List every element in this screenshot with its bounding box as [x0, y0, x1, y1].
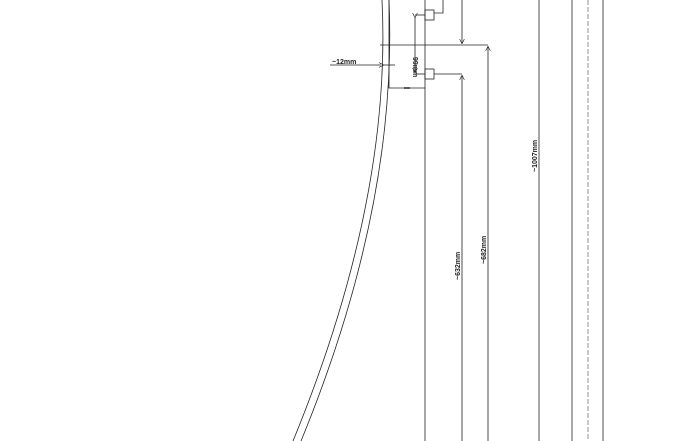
label-632mm: ~632mm [455, 252, 462, 280]
curve-inner [300, 0, 391, 441]
label-12mm: ~12mm [332, 59, 356, 66]
curve-outer [292, 0, 384, 441]
bracket-bottom [424, 68, 435, 80]
bracket-top [424, 9, 435, 21]
label-682mm: ~682mm [481, 236, 488, 264]
mounting-plate [388, 0, 426, 89]
label-99mm: 99mm [411, 57, 418, 77]
label-1007mm: ~1007mm [532, 140, 539, 172]
